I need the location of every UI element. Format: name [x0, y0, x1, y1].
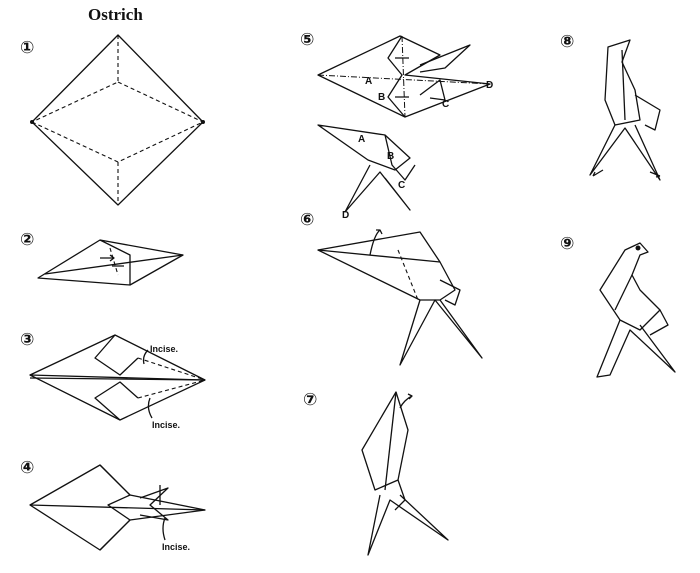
label-a-step5: A	[365, 76, 373, 87]
incise-note-4: Incise.	[162, 542, 191, 552]
step-number-4: ④	[20, 458, 35, 478]
label-c-step5: C	[442, 99, 450, 110]
step3-diamond	[29, 334, 206, 421]
step7-bird	[361, 391, 449, 556]
step2-kite	[37, 239, 184, 286]
incise-note-3a: Incise.	[150, 344, 179, 354]
step5b-bird-shape	[317, 124, 416, 213]
incise-note-3b: Incise.	[152, 420, 181, 430]
step-number-2: ②	[20, 230, 35, 250]
step-number-7: ⑦	[303, 390, 318, 410]
step-number-5: ⑤	[300, 30, 315, 50]
step5-folds	[317, 35, 491, 118]
step1-square-base	[30, 34, 205, 206]
step8-bird	[589, 39, 661, 181]
step4-narrow-base	[29, 464, 206, 551]
label-a-step5b: A	[358, 134, 366, 145]
label-c-step5b: C	[398, 180, 406, 191]
step-number-6: ⑥	[300, 210, 315, 230]
step6-bird	[317, 229, 483, 366]
label-d-step5b: D	[342, 210, 350, 221]
step-number-3: ③	[20, 330, 35, 350]
diagram-title: Ostrich	[88, 5, 143, 24]
step-number-9: ⑨	[560, 234, 575, 254]
step-number-1: ①	[20, 38, 35, 58]
step-number-8: ⑧	[560, 32, 575, 52]
label-b-step5: B	[378, 92, 386, 103]
label-d-step5: D	[486, 80, 494, 91]
step9-finished-ostrich	[596, 242, 676, 378]
